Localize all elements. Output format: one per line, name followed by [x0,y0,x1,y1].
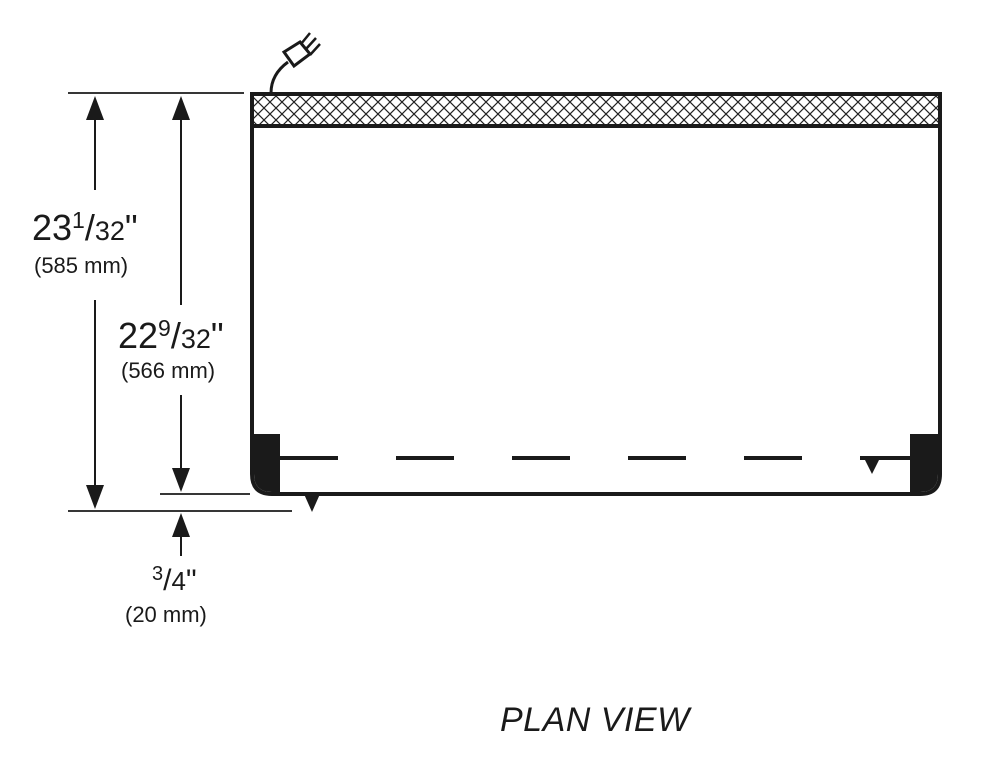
cabinet-depth-denominator: 32 [180,324,211,354]
offset-label: 3/4" [152,563,197,597]
cabinet-depth-label: 229/32" [118,315,224,356]
cabinet-depth-metric: (566 mm) [121,358,216,383]
offset-dimension-arrow [172,513,190,556]
cabinet-outline [250,126,942,496]
overall-depth-denominator: 32 [94,216,125,246]
overall-depth-metric: (585 mm) [34,253,129,278]
overall-depth-whole: 23 [32,207,73,248]
cabinet-depth-unit: " [210,315,224,356]
overall-depth-numerator: 1 [72,207,85,233]
cabinet-depth-whole: 22 [118,315,159,356]
cabinet-depth-numerator: 9 [158,315,171,341]
offset-denominator: 4 [171,566,186,596]
extension-lines [68,92,292,512]
overall-depth-unit: " [124,207,138,248]
foot-marker-left [304,494,320,512]
right-corner-block [910,434,938,492]
offset-metric: (20 mm) [125,602,207,627]
cabinet-depth-dimension-line [172,96,190,492]
overall-depth-dimension-line [86,96,104,509]
power-plug-icon [269,32,321,94]
diagram-title: PLAN VIEW [500,701,690,739]
top-grille [250,92,942,128]
left-corner-block [254,434,280,492]
foot-marker-right [864,458,880,474]
overall-depth-label: 231/32" [32,207,138,248]
offset-unit: " [185,564,197,597]
offset-numerator: 3 [152,563,164,585]
